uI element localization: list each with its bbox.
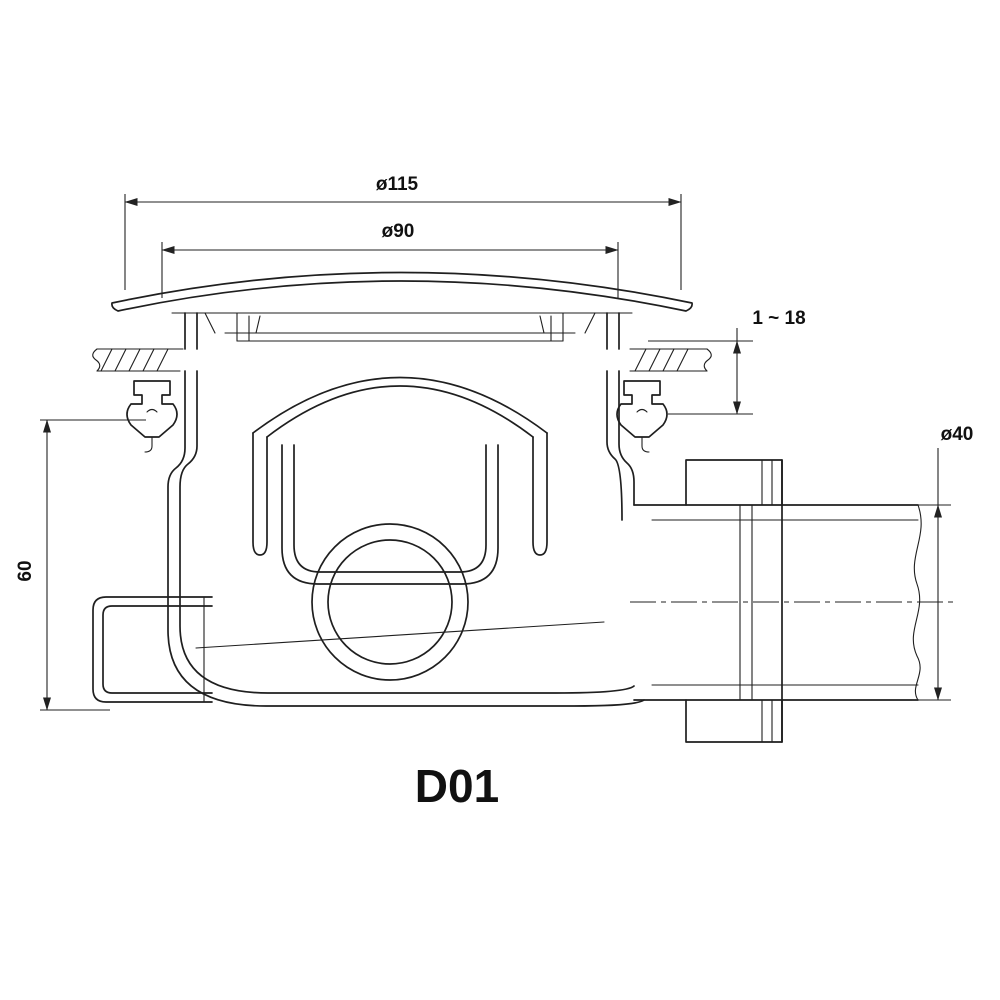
seal-cup-inner [293,444,487,573]
dimension-clamp-range: 1 ~ 18 [648,308,806,415]
flange-neck-walls [184,312,620,350]
bell-outer-arch [252,376,548,434]
dim-label-clamp-range: 1 ~ 18 [752,308,805,329]
fitting-top-tab [685,459,783,506]
pipe-outer-walls [633,504,919,701]
dimension-inner-diameter: ø90 [161,221,619,298]
grate-frame-lines [224,332,576,342]
dimension-height: 60 [15,419,146,711]
part-title: D01 [415,760,499,812]
clamp-claw-right [616,380,668,438]
tray-hatch-left [100,348,169,372]
dimension-outer-diameter: ø115 [124,174,682,290]
tray-section-right [629,348,708,372]
fitting-bottom-tab [685,699,783,743]
ext-lines-40 [912,504,951,701]
dome-spoke-lines [204,312,596,334]
fitting-detail-lines [739,459,773,743]
ext-lines-60 [40,419,146,711]
dim-label-outlet-diameter: ø40 [941,424,974,445]
tray-break-right [703,348,712,372]
clamp-claw-left-detail [144,408,158,453]
tray-hatch-right [634,348,689,372]
body-outer-wall [167,370,645,707]
dim-label-outer-diameter: ø115 [376,174,419,195]
clamp-claw-right-detail [636,408,650,453]
drain-cross-section [92,271,954,743]
grate-hanger-lines [236,312,564,342]
seal-cup-outer [281,444,499,585]
interior-edge-line [195,621,605,649]
left-stub-outer [92,596,213,703]
bell-left-leg [252,432,268,556]
left-stub-inner [102,605,213,694]
body-inner-wall [179,370,635,694]
dim-label-inner-diameter: ø90 [382,221,415,242]
tray-break-left [92,348,101,372]
dimension-outlet-diameter: ø40 [912,424,974,701]
outlet-bore-inner-circle [327,539,453,665]
dome-cap-outline [111,271,693,312]
pipe-bore-walls [651,519,919,686]
pipe-break-line [912,504,922,701]
bell-inner-arch [266,385,534,438]
ext-lines-115 [124,194,682,290]
bell-right-leg [532,432,548,556]
body-right-outer-wall [618,370,635,506]
dim-label-height: 60 [15,560,36,581]
body-right-inner-wall [606,370,623,521]
outlet-bore-outer-circle [311,523,469,681]
clamp-claw-left [126,380,178,438]
